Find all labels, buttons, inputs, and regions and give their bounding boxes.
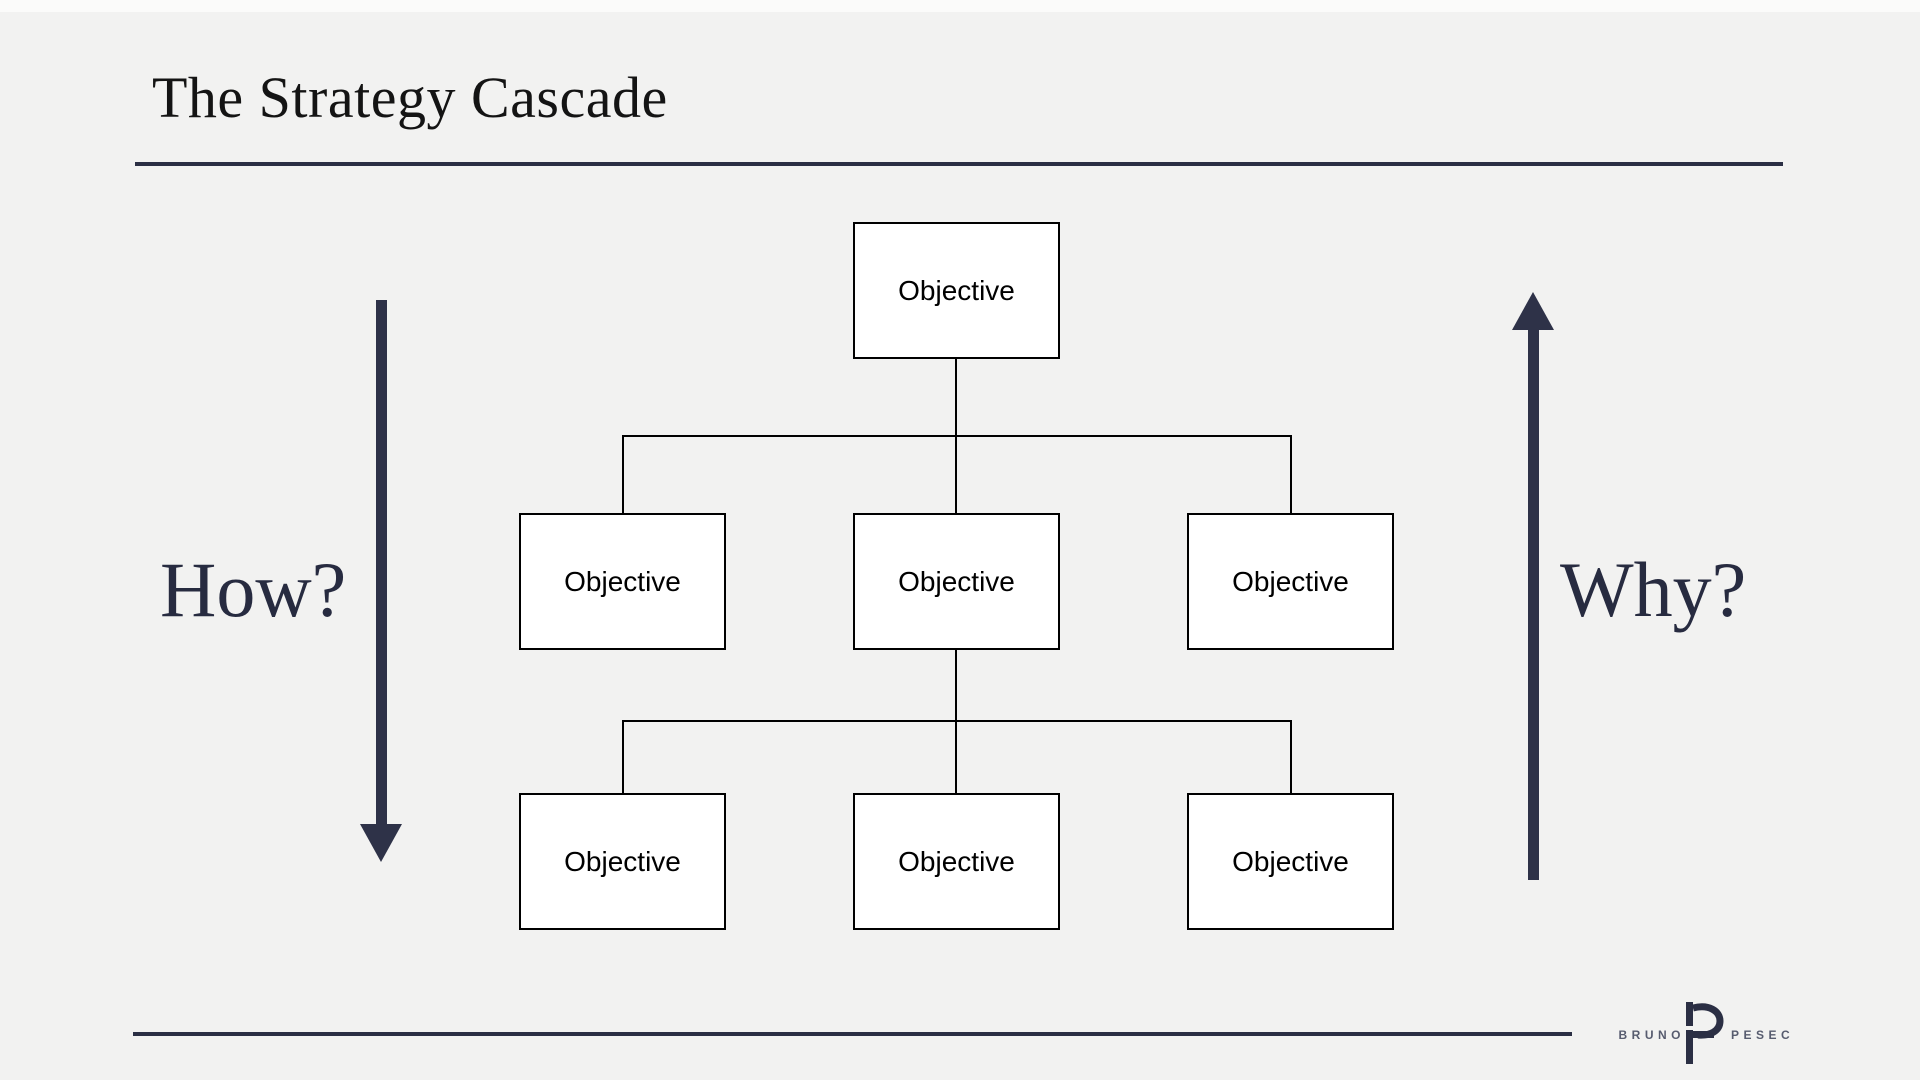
connector-level1-left-stub (622, 435, 624, 513)
objective-box-bottom-right: Objective (1187, 793, 1394, 930)
logo-last-name: PESEC (1731, 1028, 1795, 1042)
title-underline (135, 162, 1783, 166)
objective-box-label: Objective (898, 565, 1015, 597)
objective-box-label: Objective (1232, 845, 1349, 877)
why-label: Why? (1560, 546, 1747, 633)
objective-box-label: Objective (898, 274, 1015, 306)
objective-box-label: Objective (1232, 565, 1349, 597)
objective-box-mid-right: Objective (1187, 513, 1394, 650)
connector-level2-left-stub (622, 720, 624, 793)
objective-box-bottom-left: Objective (519, 793, 726, 930)
bp-monogram-icon (1686, 1002, 1724, 1069)
connector-level2-right-stub (1290, 720, 1292, 793)
down-arrow-head-icon (360, 824, 402, 862)
objective-box-bottom-center: Objective (853, 793, 1060, 930)
objective-box-label: Objective (564, 565, 681, 597)
footer-rule (133, 1032, 1572, 1036)
up-arrow-head-icon (1512, 292, 1554, 330)
objective-box-mid-left: Objective (519, 513, 726, 650)
brand-logo: BRUNO PESEC (1609, 1000, 1809, 1064)
connector-level1-right-stub (1290, 435, 1292, 513)
connector-level1-horizontal (622, 435, 1292, 437)
page-title: The Strategy Cascade (152, 65, 668, 130)
objective-box-mid-center: Objective (853, 513, 1060, 650)
objective-box-root: Objective (853, 222, 1060, 359)
down-arrow-shaft (376, 300, 387, 827)
top-edge-strip (0, 0, 1920, 12)
connector-level2-horizontal (622, 720, 1292, 722)
logo-first-name: BRUNO (1618, 1028, 1685, 1042)
objective-box-label: Objective (898, 845, 1015, 877)
up-arrow-shaft (1528, 328, 1539, 880)
how-label: How? (160, 546, 347, 633)
objective-box-label: Objective (564, 845, 681, 877)
